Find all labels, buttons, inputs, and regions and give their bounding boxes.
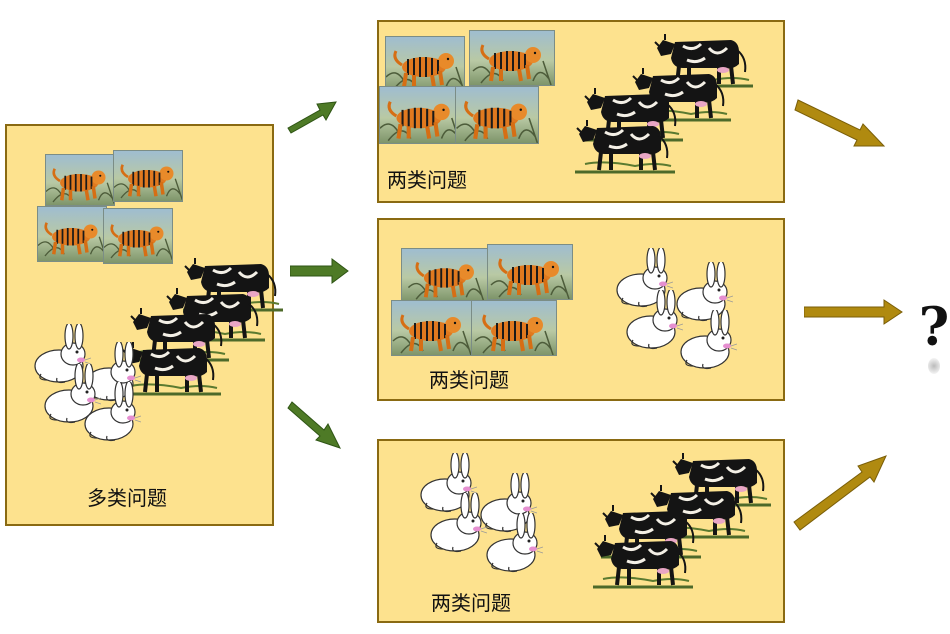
question-mark-icon: ? bbox=[918, 298, 950, 388]
tiger-icon bbox=[113, 150, 183, 202]
binary-label-2: 两类问题 bbox=[429, 368, 509, 392]
tiger-icon bbox=[103, 208, 173, 264]
binary-box-rabbit-cow: 两类问题 bbox=[377, 439, 785, 623]
tiger-icon bbox=[385, 36, 465, 92]
arrow-icon bbox=[794, 99, 886, 147]
rabbit-icon bbox=[479, 513, 543, 575]
tiger-icon bbox=[455, 86, 539, 144]
tiger-icon bbox=[401, 248, 491, 302]
arrow-icon bbox=[804, 299, 903, 325]
binary-label-3: 两类问题 bbox=[431, 591, 511, 615]
binary-label-1: 两类问题 bbox=[387, 168, 467, 192]
arrow-icon bbox=[793, 455, 887, 531]
tiger-icon bbox=[379, 86, 461, 144]
arrow-icon bbox=[287, 101, 337, 134]
cow-icon bbox=[575, 114, 675, 176]
rabbit-icon bbox=[673, 310, 737, 372]
multi-class-box: 多类问题 bbox=[5, 124, 274, 526]
tiger-icon bbox=[469, 30, 555, 86]
tiger-icon bbox=[471, 300, 557, 356]
tiger-icon bbox=[391, 300, 473, 356]
multi-class-label: 多类问题 bbox=[87, 486, 167, 510]
cow-icon bbox=[593, 529, 693, 591]
rabbit-icon bbox=[77, 382, 141, 444]
tiger-icon bbox=[487, 244, 573, 300]
rabbit-icon bbox=[423, 493, 487, 555]
result-symbol: ? bbox=[918, 297, 950, 358]
arrow-icon bbox=[287, 401, 341, 449]
tiger-icon bbox=[37, 206, 107, 262]
tiger-icon bbox=[45, 154, 115, 206]
question-mark-reflection bbox=[928, 358, 940, 374]
binary-box-tiger-rabbit: 两类问题 bbox=[377, 218, 785, 401]
binary-box-tiger-cow: 两类问题 bbox=[377, 20, 785, 203]
arrow-icon bbox=[290, 258, 349, 284]
